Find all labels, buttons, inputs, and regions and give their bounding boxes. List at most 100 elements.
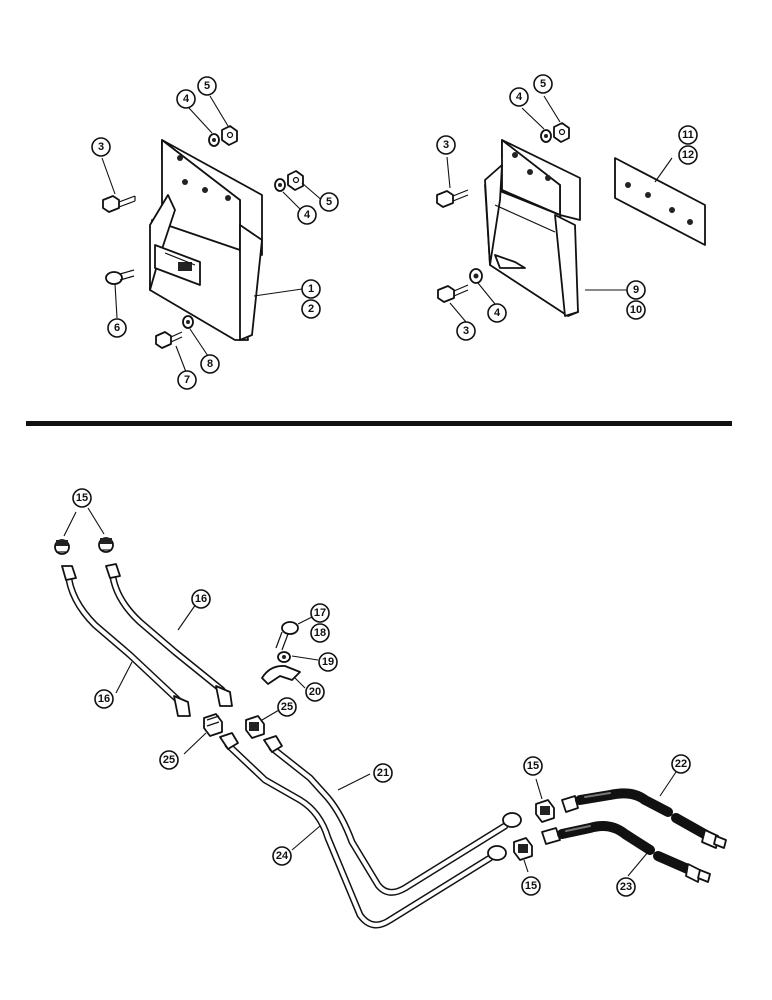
- svg-text:5: 5: [326, 196, 332, 208]
- callout-21: 21: [373, 763, 393, 783]
- callout-19: 19: [318, 652, 338, 672]
- washer-19: [277, 651, 291, 663]
- callout-15-top: 15: [72, 488, 92, 508]
- washer-4-right-bottom: [469, 268, 483, 284]
- leader-25a: [261, 709, 280, 721]
- callout-17: 17: [310, 603, 330, 623]
- leader-19: [291, 655, 319, 661]
- callout-18: 18: [310, 623, 330, 643]
- leader-25b: [183, 732, 207, 755]
- callout-8: 8: [200, 354, 220, 374]
- svg-text:20: 20: [309, 686, 321, 698]
- callout-7: 7: [177, 370, 197, 390]
- svg-text:7: 7: [184, 374, 190, 386]
- washer-nut-top-left: [208, 125, 238, 147]
- leader-15b: [535, 778, 543, 800]
- tube-16-left: [61, 565, 191, 717]
- svg-text:25: 25: [163, 754, 175, 766]
- svg-text:12: 12: [682, 149, 694, 161]
- svg-text:23: 23: [620, 881, 632, 893]
- fitting-15-lower: [513, 837, 533, 861]
- svg-text:15: 15: [76, 492, 88, 504]
- svg-text:22: 22: [675, 758, 687, 770]
- cap-screw-3-left: [102, 195, 136, 213]
- callout-3-left: 3: [91, 137, 111, 157]
- callout-5-top-left: 5: [197, 76, 217, 96]
- svg-text:10: 10: [630, 304, 642, 316]
- svg-text:9: 9: [633, 284, 639, 296]
- leader-21: [337, 773, 371, 791]
- clamp-20: [261, 665, 301, 685]
- callout-2: 2: [301, 299, 321, 319]
- callout-5-right-left: 5: [319, 192, 339, 212]
- callout-20: 20: [305, 682, 325, 702]
- cap-screw-7: [155, 331, 183, 349]
- svg-text:3: 3: [463, 325, 469, 337]
- adapter-25-right: [245, 715, 265, 739]
- svg-text:2: 2: [308, 303, 314, 315]
- leader-15c: [523, 859, 529, 873]
- svg-text:5: 5: [540, 78, 546, 90]
- callout-22: 22: [671, 754, 691, 774]
- tube-24: [219, 732, 507, 929]
- washer-nut-right-left: [274, 170, 304, 192]
- callout-16-lower: 16: [94, 689, 114, 709]
- leader-15a-1: [63, 511, 77, 537]
- fitting-15-upper: [535, 799, 555, 823]
- svg-text:16: 16: [195, 593, 207, 605]
- svg-text:5: 5: [204, 80, 210, 92]
- callout-3-right-top: 3: [436, 135, 456, 155]
- leader-24: [291, 825, 321, 851]
- hose-23: [541, 821, 711, 883]
- svg-text:4: 4: [516, 91, 523, 103]
- callout-4-right-left: 4: [297, 205, 317, 225]
- callout-11: 11: [678, 125, 698, 145]
- callout-16-upper: 16: [191, 589, 211, 609]
- leaders-top-right: [446, 95, 673, 323]
- bracket-assembly-left: [149, 139, 263, 341]
- callout-12: 12: [678, 145, 698, 165]
- callout-4-top-left: 4: [176, 89, 196, 109]
- svg-text:1: 1: [308, 283, 314, 295]
- callout-25-left: 25: [159, 750, 179, 770]
- svg-text:4: 4: [183, 93, 190, 105]
- cap-screw-3-right-top: [436, 189, 469, 208]
- svg-text:16: 16: [98, 693, 110, 705]
- leader-15a-2: [87, 507, 105, 535]
- carriage-bolt-6: [105, 269, 135, 285]
- svg-text:25: 25: [281, 701, 293, 713]
- callout-24: 24: [272, 846, 292, 866]
- svg-text:15: 15: [525, 880, 537, 892]
- fittings-15-top: [54, 537, 114, 555]
- svg-text:4: 4: [304, 209, 311, 221]
- washer-nut-top-right: [540, 122, 570, 143]
- tube-21: [263, 735, 522, 896]
- callout-5-top-right: 5: [533, 74, 553, 94]
- svg-text:21: 21: [377, 767, 389, 779]
- leader-23: [627, 851, 649, 877]
- callout-4-top-right: 4: [509, 87, 529, 107]
- lock-washer-8: [182, 315, 194, 329]
- svg-text:6: 6: [114, 322, 120, 334]
- svg-text:8: 8: [207, 358, 213, 370]
- tube-16-right: [105, 563, 233, 707]
- section-divider: [26, 421, 732, 426]
- adapter-25-left: [203, 713, 223, 737]
- leader-22: [659, 771, 677, 797]
- leader-16b: [115, 661, 133, 694]
- hose-22: [561, 788, 727, 849]
- callout-10: 10: [626, 300, 646, 320]
- svg-text:4: 4: [494, 307, 501, 319]
- svg-text:18: 18: [314, 627, 326, 639]
- svg-text:15: 15: [527, 760, 539, 772]
- svg-text:17: 17: [314, 607, 326, 619]
- callout-15-upper-right: 15: [523, 756, 543, 776]
- svg-text:11: 11: [682, 129, 694, 141]
- svg-text:3: 3: [443, 139, 449, 151]
- callout-23: 23: [616, 877, 636, 897]
- svg-text:3: 3: [98, 141, 104, 153]
- callout-6: 6: [107, 318, 127, 338]
- plate-11-12: [614, 157, 706, 246]
- screw-17-18: [275, 621, 299, 651]
